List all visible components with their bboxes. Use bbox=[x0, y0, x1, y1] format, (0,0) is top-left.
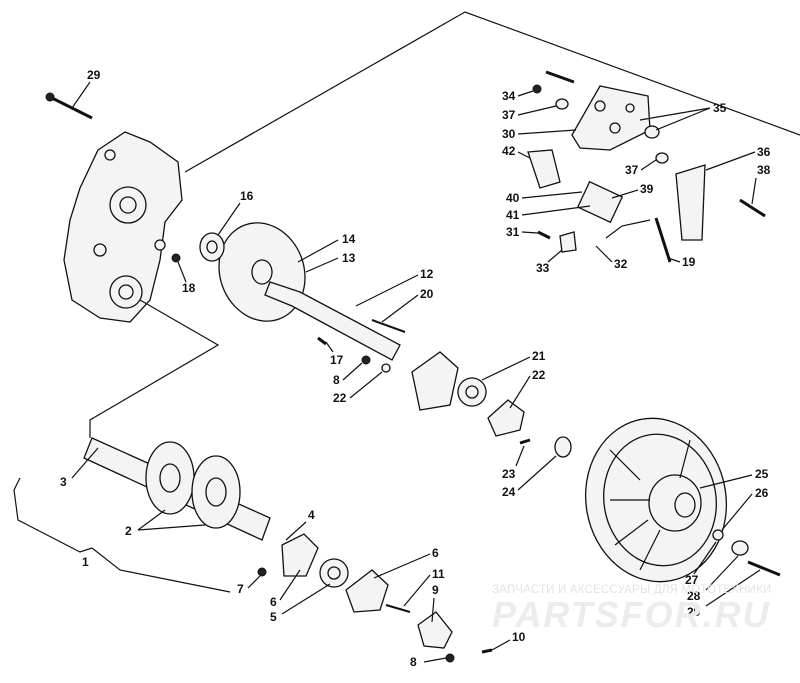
callout-7: 7 bbox=[237, 582, 244, 596]
callout-3: 3 bbox=[60, 475, 67, 489]
callout-29: 29 bbox=[687, 605, 701, 619]
bearing-housing-lower bbox=[257, 533, 493, 663]
callout-42: 42 bbox=[502, 144, 516, 158]
drive-shaft bbox=[83, 437, 271, 541]
callout-35-left: 34 bbox=[502, 89, 516, 103]
nut-17 bbox=[171, 253, 181, 263]
callout-4: 4 bbox=[308, 508, 315, 522]
watermark: ЗАПЧАСТИ И АКСЕССУАРЫ ДЛЯ МОТОТЕХНИКИ PA… bbox=[492, 584, 792, 636]
callout-37-upper: 37 bbox=[502, 108, 516, 122]
callout-23: 22 bbox=[333, 391, 347, 405]
callout-28: 28 bbox=[687, 589, 701, 603]
brake-disc bbox=[199, 222, 306, 322]
bolt-33 bbox=[45, 92, 93, 120]
callout-12: 12 bbox=[420, 267, 434, 281]
callout-13: 13 bbox=[342, 251, 356, 265]
callout-8-upper: 8 bbox=[333, 373, 340, 387]
callout-6-right: 6 bbox=[432, 546, 439, 560]
callout-30: 30 bbox=[502, 127, 516, 141]
callout-19: 20 bbox=[420, 287, 434, 301]
callout-34: 33 bbox=[536, 261, 550, 275]
callout-8-lower: 8 bbox=[410, 655, 417, 669]
callout-21: 22 bbox=[532, 368, 546, 382]
callout-1: 1 bbox=[82, 555, 89, 569]
bolt-16 bbox=[317, 336, 327, 346]
washer-23 bbox=[381, 363, 391, 373]
callout-25: 25 bbox=[755, 467, 769, 481]
callout-27: 27 bbox=[685, 573, 699, 587]
callout-38: 38 bbox=[757, 163, 771, 177]
callout-36: 36 bbox=[757, 145, 771, 159]
callout-16: 17 bbox=[330, 353, 344, 367]
callout-2: 2 bbox=[125, 524, 132, 538]
callout-22: 23 bbox=[502, 467, 516, 481]
bearing-flange bbox=[411, 351, 572, 458]
callout-17: 18 bbox=[182, 281, 196, 295]
callout-39: 39 bbox=[640, 182, 654, 196]
watermark-brand: PARTSFOR.RU bbox=[492, 594, 771, 635]
jackshaft bbox=[264, 281, 406, 361]
callout-18: 19 bbox=[682, 255, 696, 269]
callout-9: 9 bbox=[432, 583, 439, 597]
callout-20: 21 bbox=[532, 349, 546, 363]
callout-37-lower: 37 bbox=[625, 163, 639, 177]
callout-24: 24 bbox=[502, 485, 516, 499]
callout-32: 32 bbox=[614, 257, 628, 271]
watermark-tagline: ЗАПЧАСТИ И АКСЕССУАРЫ ДЛЯ МОТОТЕХНИКИ bbox=[492, 584, 772, 596]
callout-31: 31 bbox=[506, 225, 520, 239]
callout-10: 10 bbox=[512, 630, 526, 644]
callout-15: 14 bbox=[342, 232, 356, 246]
callout-5: 5 bbox=[270, 610, 277, 624]
callout-40: 40 bbox=[506, 191, 520, 205]
callout-labels: 29 16 14 13 18 12 20 17 8 22 21 22 bbox=[60, 68, 771, 669]
callout-6-left: 6 bbox=[270, 595, 277, 609]
bolt-22 bbox=[519, 438, 531, 445]
callout-41: 41 bbox=[506, 208, 520, 222]
caliper-bracket bbox=[527, 70, 766, 263]
nut-8-upper bbox=[361, 355, 371, 365]
chaincase-housing bbox=[63, 131, 183, 323]
driven-clutch bbox=[584, 417, 728, 583]
callout-33: 29 bbox=[87, 68, 101, 82]
callout-26: 26 bbox=[755, 486, 769, 500]
washers-26-27-28 bbox=[712, 529, 781, 577]
callout-35-right: 35 bbox=[713, 101, 727, 115]
callout-14: 16 bbox=[240, 189, 254, 203]
callout-11: 11 bbox=[432, 567, 445, 581]
